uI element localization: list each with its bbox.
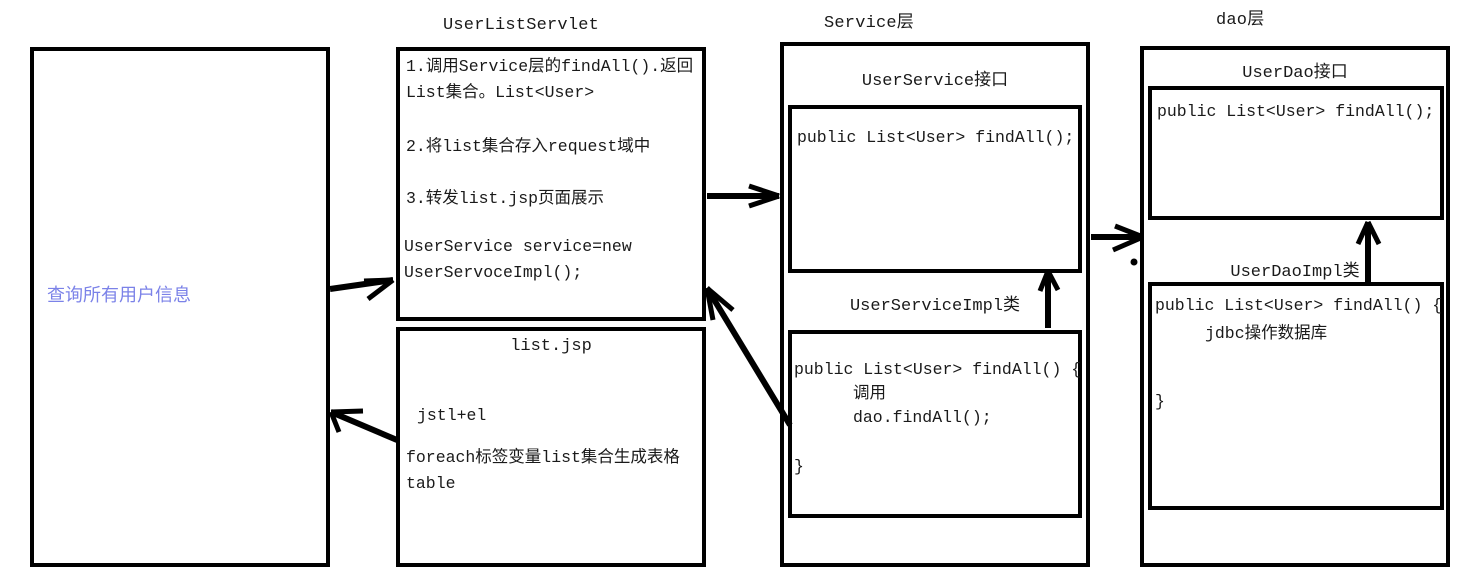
service-impl-code-line-3: dao.findAll(); — [853, 408, 992, 427]
servlet-service-instantiation: UserService service=new UserServoceImpl(… — [404, 237, 632, 282]
request-box — [30, 47, 330, 567]
service-interface-box — [788, 105, 1082, 273]
jsp-line-jstl: jstl+el — [417, 406, 487, 425]
service-impl-title: UserServiceImpl类 — [849, 297, 1021, 316]
servlet-step-2: 2.将list集合存入request域中 — [406, 137, 651, 156]
request-note: 查询所有用户信息 — [47, 285, 191, 305]
service-impl-code-line-4: } — [794, 457, 804, 476]
column-header-servlet: UserListServlet — [443, 16, 600, 35]
arrow-service-to-servlet-return — [704, 286, 793, 427]
jsp-title: list.jsp — [510, 337, 592, 356]
dao-impl-code-line-1: public List<User> findAll() { — [1155, 296, 1443, 315]
arrow-servlet-to-service — [707, 183, 780, 209]
dao-interface-title: UserDao接口 — [1242, 64, 1348, 83]
service-interface-title: UserService接口 — [861, 72, 1009, 91]
jsp-line-foreach: foreach标签变量list集合生成表格table — [406, 448, 680, 493]
dao-impl-code-line-2: jdbc操作数据库 — [1205, 324, 1328, 343]
dao-interface-code: public List<User> findAll(); — [1157, 102, 1435, 121]
service-impl-code-line-1: public List<User> findAll() { — [794, 360, 1082, 379]
servlet-box — [396, 47, 706, 321]
column-header-dao: dao层 — [1216, 11, 1265, 30]
dao-impl-title: UserDaoImpl类 — [1230, 263, 1360, 282]
dao-interface-box — [1148, 86, 1444, 220]
service-impl-code-line-2: 调用 — [853, 384, 886, 403]
servlet-step-3: 3.转发list.jsp页面展示 — [406, 189, 605, 208]
dao-impl-code-line-3: } — [1155, 392, 1165, 411]
arrow-service-to-dao — [1091, 223, 1144, 266]
servlet-step-1: 1.调用Service层的findAll().返回List集合。List<Use… — [406, 57, 694, 102]
arrow-jsp-to-request — [328, 408, 399, 443]
service-interface-code: public List<User> findAll(); — [797, 128, 1075, 147]
jsp-box — [396, 327, 706, 567]
column-header-service: Service层 — [824, 14, 915, 33]
arrow-request-to-servlet — [329, 277, 395, 301]
dao-impl-box — [1148, 282, 1444, 510]
